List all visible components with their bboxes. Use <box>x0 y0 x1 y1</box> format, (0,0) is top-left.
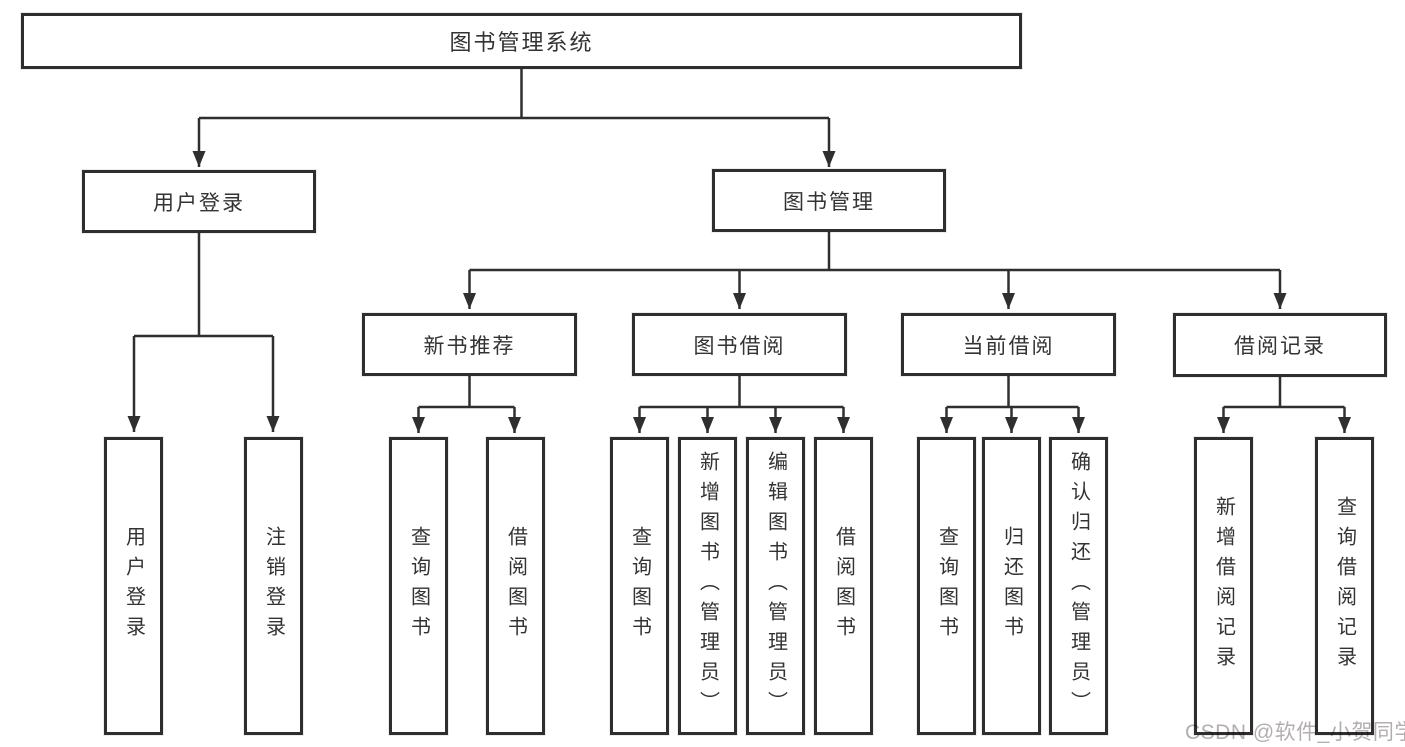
node-library-management-system: 图书管理系统 <box>21 13 1022 69</box>
leaf-borrow-books: 借阅图书 <box>814 437 873 735</box>
leaf-query-books-recommend: 查询图书 <box>389 437 448 735</box>
node-current-borrowing: 当前借阅 <box>901 313 1116 376</box>
leaf-logout: 注销登录 <box>244 437 303 735</box>
leaf-add-books-admin: 新增图书（管理员） <box>678 437 737 735</box>
leaf-borrow-books-recommend: 借阅图书 <box>486 437 545 735</box>
leaf-add-borrow-record: 新增借阅记录 <box>1194 437 1253 735</box>
leaf-query-books-borrow: 查询图书 <box>610 437 669 735</box>
leaf-query-books-current: 查询图书 <box>917 437 976 735</box>
node-new-book-recommendation: 新书推荐 <box>362 313 577 376</box>
csdn-watermark: CSDN @软件_小贺同学 <box>1185 721 1405 744</box>
tree-connectors <box>127 69 1351 433</box>
node-book-borrowing: 图书借阅 <box>632 313 847 376</box>
leaf-user-login: 用户登录 <box>104 437 163 735</box>
leaf-return-books: 归还图书 <box>982 437 1041 735</box>
leaf-edit-books-admin: 编辑图书（管理员） <box>746 437 805 735</box>
leaf-query-borrow-record: 查询借阅记录 <box>1315 437 1374 735</box>
node-borrow-records: 借阅记录 <box>1173 313 1387 377</box>
node-book-management: 图书管理 <box>712 169 946 232</box>
node-user-login: 用户登录 <box>82 170 316 233</box>
leaf-confirm-return-admin: 确认归还（管理员） <box>1049 437 1108 735</box>
